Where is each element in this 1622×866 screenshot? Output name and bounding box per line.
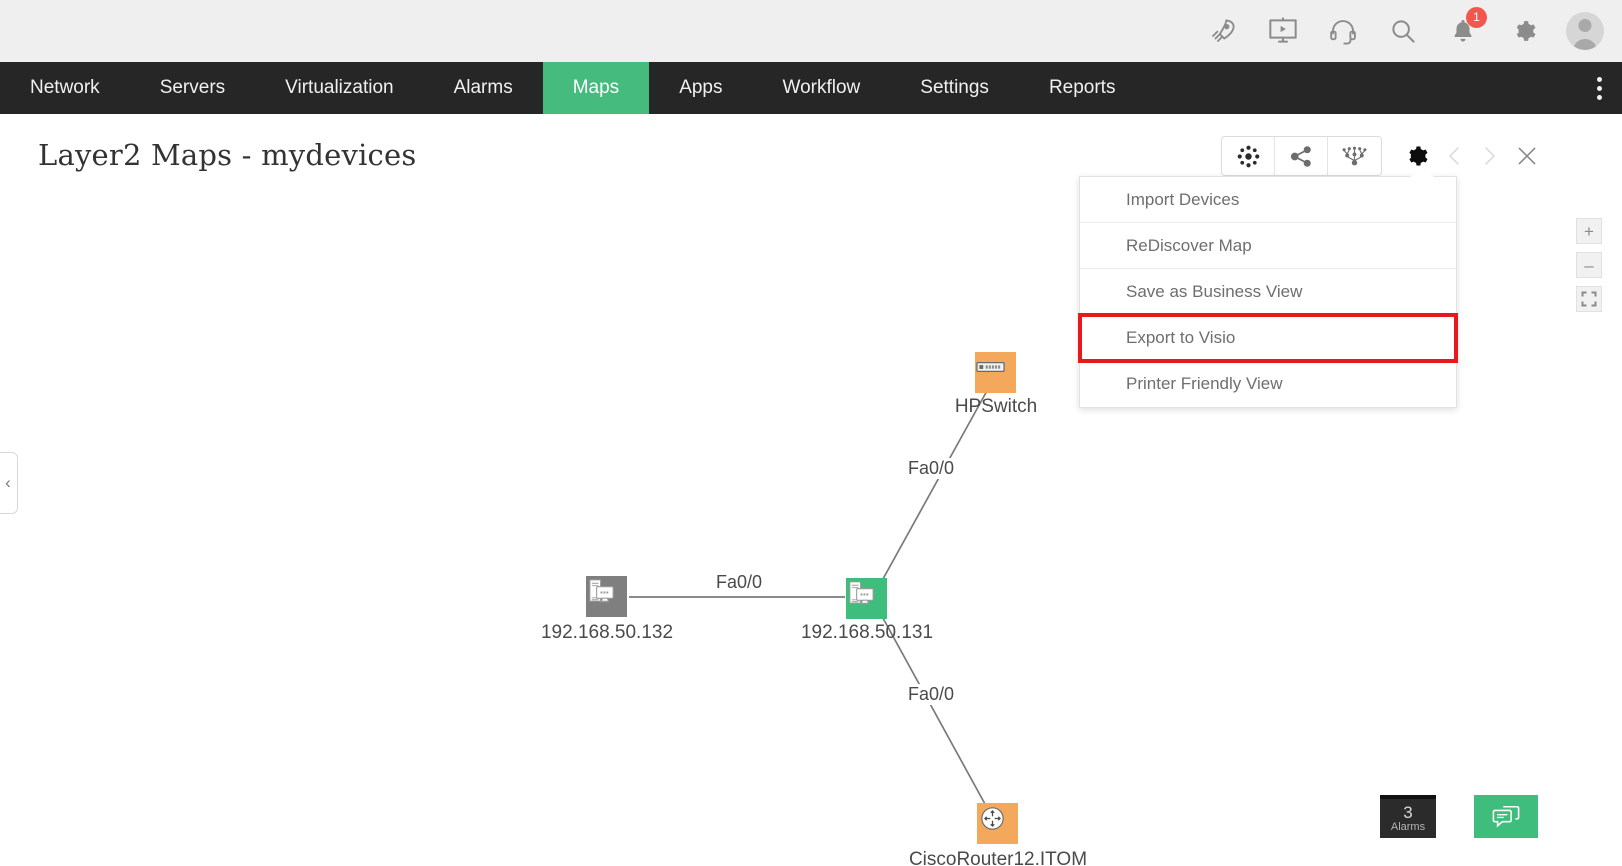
dropdown-caret	[1410, 166, 1434, 178]
radial-layout-icon[interactable]	[1222, 137, 1275, 175]
nav-item-alarms[interactable]: Alarms	[453, 77, 513, 98]
menu-item-printer-friendly-view[interactable]: Printer Friendly View	[1126, 374, 1283, 393]
avatar[interactable]	[1566, 12, 1604, 50]
edge-host131-router12[interactable]	[877, 608, 986, 805]
notification-badge: 1	[1466, 7, 1487, 28]
gear-icon[interactable]	[1506, 14, 1540, 48]
nav-item-virtualization[interactable]: Virtualization	[285, 77, 394, 98]
share-layout-icon[interactable]	[1275, 137, 1328, 175]
map-node-label-host132: 192.168.50.132	[540, 622, 674, 643]
alarms-label: Alarms	[1390, 821, 1426, 834]
nav-item-maps[interactable]: Maps	[542, 62, 650, 114]
switch-icon	[976, 362, 1005, 373]
map-node-label-router12: CiscoRouter12.ITOM	[908, 849, 1088, 866]
presentation-icon[interactable]	[1266, 14, 1300, 48]
bell-icon[interactable]: 1	[1446, 7, 1487, 48]
menu-item-export-to-visio[interactable]: Export to Visio	[1078, 313, 1458, 363]
alarms-widget[interactable]: 3 Alarms	[1380, 795, 1436, 838]
left-panel-toggle[interactable]: ‹	[0, 452, 18, 514]
zoom-out-button[interactable]: –	[1576, 252, 1602, 278]
alarms-count: 3	[1403, 802, 1413, 822]
kebab-menu-icon[interactable]	[1577, 62, 1622, 114]
avatar-body	[1573, 39, 1597, 50]
router-icon	[981, 807, 1004, 830]
map-settings-gear-icon[interactable]	[1398, 139, 1432, 173]
top-bar-icon-group: 1	[1206, 7, 1604, 50]
content-area: Layer2 Maps - mydevices ‹	[0, 114, 1622, 866]
map-node-label-hpswitch: HPSwitch	[954, 396, 1038, 417]
chat-icon	[1492, 805, 1520, 828]
menu-item-rediscover-map[interactable]: ReDiscover Map	[1080, 223, 1456, 269]
search-icon[interactable]	[1386, 14, 1420, 48]
zoom-in-button[interactable]: +	[1576, 218, 1602, 244]
headset-icon[interactable]	[1326, 14, 1360, 48]
nav-item-servers[interactable]: Servers	[159, 77, 226, 98]
fit-to-screen-button[interactable]	[1576, 286, 1602, 312]
map-edges	[629, 388, 989, 805]
map-settings-dropdown: Import Devices ReDiscover Map Save as Bu…	[1078, 166, 1458, 408]
map-node-host132[interactable]	[586, 576, 627, 617]
page-title: Layer2 Maps - mydevices	[38, 138, 417, 172]
main-navigation: Network Servers Virtualization Alarms Ma…	[0, 62, 1622, 114]
edge-host131-hpswitch[interactable]	[877, 388, 989, 589]
nav-item-network[interactable]: Network	[30, 77, 100, 98]
menu-item-import-devices[interactable]: Import Devices	[1080, 177, 1456, 223]
avatar-head	[1578, 19, 1592, 32]
map-node-label-host131: 192.168.50.131	[800, 622, 934, 643]
network-map-canvas[interactable]: HPSwitch 192.168.50.131	[0, 114, 1622, 866]
prev-chevron-icon[interactable]	[1444, 143, 1466, 169]
next-chevron-icon[interactable]	[1478, 143, 1500, 169]
map-toolbar	[1221, 136, 1540, 176]
edge-label-host131-router12: Fa0/0	[904, 684, 958, 705]
layout-button-group	[1221, 136, 1382, 176]
tree-layout-icon[interactable]	[1328, 137, 1381, 175]
server-monitor-icon	[589, 579, 614, 603]
menu-item-save-as-business-view[interactable]: Save as Business View	[1080, 269, 1456, 315]
nav-item-reports[interactable]: Reports	[1048, 77, 1116, 98]
rocket-icon[interactable]	[1206, 14, 1240, 48]
top-bar: 1	[0, 0, 1622, 62]
nav-item-apps[interactable]: Apps	[679, 77, 723, 98]
nav-item-workflow[interactable]: Workflow	[782, 77, 861, 98]
edge-label-host131-hpswitch: Fa0/0	[904, 458, 958, 479]
server-monitor-icon	[849, 581, 874, 605]
edge-label-host132-host131: Fa0/0	[712, 572, 766, 593]
close-icon[interactable]	[1514, 143, 1540, 169]
map-node-router12[interactable]	[977, 803, 1018, 844]
nav-spacer	[1145, 62, 1577, 114]
zoom-controls: + –	[1576, 218, 1602, 312]
nav-item-settings[interactable]: Settings	[920, 77, 989, 98]
feedback-chat-button[interactable]	[1474, 795, 1538, 838]
map-node-host131[interactable]	[846, 578, 887, 619]
map-node-hpswitch[interactable]	[975, 352, 1016, 393]
